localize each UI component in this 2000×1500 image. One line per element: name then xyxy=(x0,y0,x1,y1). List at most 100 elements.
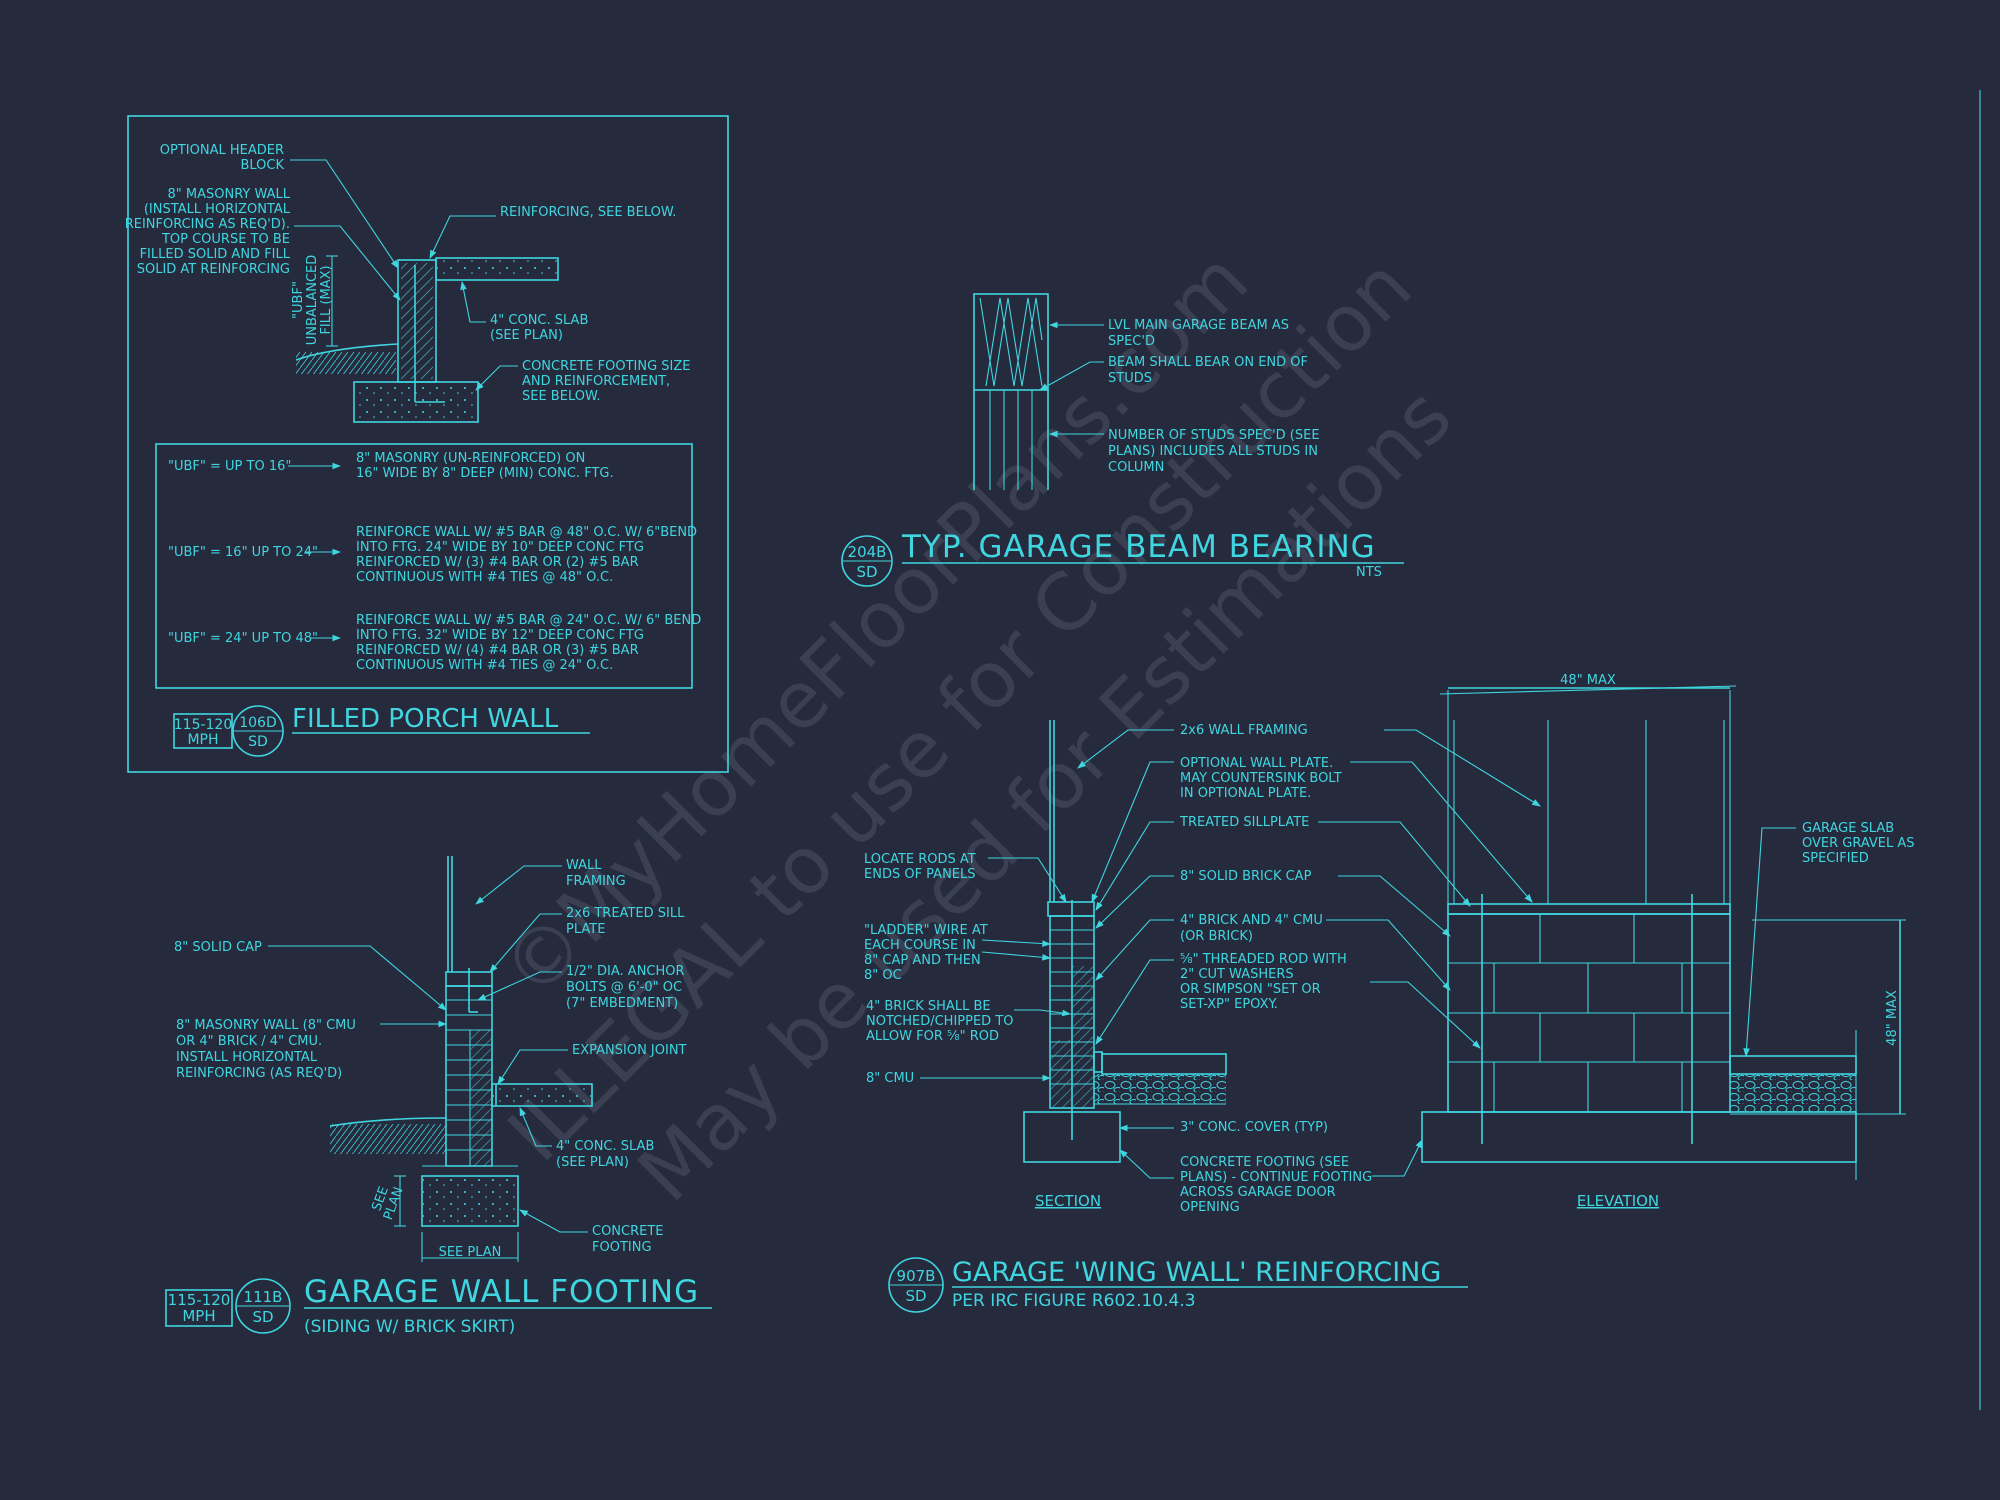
porch-title: FILLED PORCH WALL xyxy=(292,704,559,734)
height-dim-label: 48" MAX xyxy=(1885,990,1900,1046)
beam-note-lvl-2: SPEC'D xyxy=(1108,334,1155,349)
gwf-detail-bubble xyxy=(235,1278,291,1334)
gwf-subtitle: (SIDING W/ BRICK SKIRT) xyxy=(304,1317,515,1337)
lvl-beam xyxy=(973,293,1049,391)
grade-earth xyxy=(330,1124,446,1154)
wing-note-framing: 2x6 WALL FRAMING xyxy=(1180,723,1308,738)
elevation-gravel xyxy=(1730,1074,1856,1112)
porch-schedule-text-2b: INTO FTG. 24" WIDE BY 10" DEEP CONC FTG xyxy=(356,540,644,555)
wing-detail-number: 907B xyxy=(897,1267,936,1285)
wing-note-locate-1: LOCATE RODS AT xyxy=(864,852,976,867)
porch-schedule-text-2c: REINFORCED W/ (3) #4 BAR OR (2) #5 BAR xyxy=(356,555,639,570)
gwf-note-masonry-1: 8" MASONRY WALL (8" CMU xyxy=(176,1018,356,1033)
porch-detail-sheet: SD xyxy=(248,734,268,750)
detail-filled-porch-wall: "UBF" UNBALANCED FILL (MAX) OPTIONAL HEA… xyxy=(125,115,729,773)
wing-note-plate-1: OPTIONAL WALL PLATE. xyxy=(1180,756,1333,771)
porch-schedule-text-1b: 16" WIDE BY 8" DEEP (MIN) CONC. FTG. xyxy=(356,466,614,481)
gwf-wind-1: 115-120 xyxy=(168,1291,231,1309)
gwf-note-framing-2: FRAMING xyxy=(566,874,626,889)
gwf-note-slab-2: (SEE PLAN) xyxy=(556,1155,629,1170)
section-gravel xyxy=(1094,1074,1226,1104)
porch-note-header-1: OPTIONAL HEADER xyxy=(160,143,284,158)
beam-note-studs-3: COLUMN xyxy=(1108,460,1164,475)
wing-note-notch-1: 4" BRICK SHALL BE xyxy=(866,999,991,1014)
beam-note-lvl-1: LVL MAIN GARAGE BEAM AS xyxy=(1108,318,1289,333)
wing-detail-bubble xyxy=(888,1257,944,1313)
gwf-note-slab-1: 4" CONC. SLAB xyxy=(556,1139,654,1154)
porch-note-wall-5: FILLED SOLID AND FILL xyxy=(140,247,291,262)
porch-wind-2: MPH xyxy=(187,732,218,748)
gwf-note-sill-2: PLATE xyxy=(566,922,605,937)
garage-slab xyxy=(491,1083,593,1107)
elevation-cap-plate xyxy=(1447,903,1731,915)
beam-title: TYP. GARAGE BEAM BEARING xyxy=(901,529,1376,565)
wing-note-rod-3: OR SIMPSON "SET OR xyxy=(1180,982,1321,997)
porch-note-wall-4: TOP COURSE TO BE xyxy=(161,232,290,247)
section-label: SECTION xyxy=(1035,1192,1101,1210)
wing-note-cap: 8" SOLID BRICK CAP xyxy=(1180,869,1312,884)
porch-detail-bubble xyxy=(232,705,284,757)
wing-note-brick-1: 4" BRICK AND 4" CMU xyxy=(1180,913,1323,928)
porch-wind-box xyxy=(173,713,233,749)
concrete-footing xyxy=(421,1175,519,1227)
porch-ubf-label-1: "UBF" xyxy=(291,281,306,319)
porch-wind-1: 115-120 xyxy=(174,717,233,733)
gwf-note-sill-1: 2x6 TREATED SILL xyxy=(566,906,685,921)
porch-note-footing-1: CONCRETE FOOTING SIZE xyxy=(522,359,691,374)
porch-schedule-text-3d: CONTINUOUS WITH #4 TIES @ 24" O.C. xyxy=(356,658,613,673)
porch-note-header-2: BLOCK xyxy=(240,158,284,173)
section-footing xyxy=(1023,1111,1121,1163)
wing-note-ladder-3: 8" CAP AND THEN xyxy=(864,953,981,968)
beam-detail-sheet: SD xyxy=(856,563,877,581)
elevation-label: ELEVATION xyxy=(1577,1192,1659,1210)
wing-note-garage-slab-2: OVER GRAVEL AS xyxy=(1802,836,1915,851)
wing-note-ladder-4: 8" OC xyxy=(864,968,902,983)
elevation-slab xyxy=(1729,1055,1857,1075)
gwf-note-framing-1: WALL xyxy=(566,858,602,873)
section-sill xyxy=(1047,901,1095,917)
wing-note-plate-2: MAY COUNTERSINK BOLT xyxy=(1180,771,1342,786)
wing-note-ladder-2: EACH COURSE IN xyxy=(864,938,976,953)
gwf-note-masonry-2: OR 4" BRICK / 4" CMU. xyxy=(176,1034,322,1049)
porch-schedule-text-2a: REINFORCE WALL W/ #5 BAR @ 48" O.C. W/ 6… xyxy=(356,525,697,540)
gwf-note-anchor-2: BOLTS @ 6'-0" OC xyxy=(566,980,682,995)
wing-note-cmu: 8" CMU xyxy=(866,1071,914,1086)
gwf-note-masonry-4: REINFORCING (AS REQ'D) xyxy=(176,1066,342,1081)
detail-garage-beam-bearing: LVL MAIN GARAGE BEAM AS SPEC'D BEAM SHAL… xyxy=(841,293,1404,587)
gwf-note-masonry-3: INSTALL HORIZONTAL xyxy=(176,1050,318,1065)
porch-ubf-label-3: FILL (MAX) xyxy=(319,265,334,334)
beam-note-studs-2: PLANS) INCLUDES ALL STUDS IN xyxy=(1108,444,1318,459)
porch-schedule-text-3c: REINFORCED W/ (4) #4 BAR OR (3) #5 BAR xyxy=(356,643,639,658)
wing-note-footing-1: CONCRETE FOOTING (SEE xyxy=(1180,1155,1349,1170)
wing-note-locate-2: ENDS OF PANELS xyxy=(864,867,976,882)
porch-schedule-text-3a: REINFORCE WALL W/ #5 BAR @ 24" O.C. W/ 6… xyxy=(356,613,701,628)
beam-note-bear-2: STUDS xyxy=(1108,371,1152,386)
beam-note-bear-1: BEAM SHALL BEAR ON END OF xyxy=(1108,355,1308,370)
wing-note-notch-2: NOTCHED/CHIPPED TO xyxy=(866,1014,1014,1029)
porch-note-reinforcing: REINFORCING, SEE BELOW. xyxy=(500,205,676,220)
porch-note-wall-3: REINFORCING AS REQ'D). xyxy=(125,217,290,232)
porch-schedule-text-3b: INTO FTG. 32" WIDE BY 12" DEEP CONC FTG xyxy=(356,628,644,643)
width-dim-label: 48" MAX xyxy=(1560,673,1616,688)
gwf-wind-2: MPH xyxy=(182,1307,215,1325)
wing-note-ladder-1: "LADDER" WIRE AT xyxy=(864,923,988,938)
wing-subtitle: PER IRC FIGURE R602.10.4.3 xyxy=(952,1291,1196,1311)
porch-schedule-label-1: "UBF" = UP TO 16" xyxy=(168,459,291,474)
wing-note-garage-slab-1: GARAGE SLAB xyxy=(1802,821,1894,836)
gwf-note-anchor-1: 1/2" DIA. ANCHOR xyxy=(566,964,685,979)
section-slab xyxy=(1101,1053,1227,1075)
lvl-beam-hatch xyxy=(979,297,1043,387)
porch-note-slab-1: 4" CONC. SLAB xyxy=(490,313,588,328)
beam-detail-bubble xyxy=(841,535,893,587)
gwf-see-plan: SEE PLAN xyxy=(439,1245,502,1260)
gwf-detail-sheet: SD xyxy=(252,1308,273,1326)
porch-ubf-label-2: UNBALANCED xyxy=(305,255,320,346)
porch-slab xyxy=(435,257,559,281)
wing-note-footing-3: ACROSS GARAGE DOOR xyxy=(1180,1185,1336,1200)
porch-note-wall-1: 8" MASONRY WALL xyxy=(168,187,291,202)
wing-detail-sheet: SD xyxy=(905,1287,926,1305)
wing-note-garage-slab-3: SPECIFIED xyxy=(1802,851,1869,866)
gwf-note-solid-cap: 8" SOLID CAP xyxy=(174,940,262,955)
elevation-footing xyxy=(1421,1111,1857,1163)
wing-note-footing-4: OPENING xyxy=(1180,1200,1240,1215)
